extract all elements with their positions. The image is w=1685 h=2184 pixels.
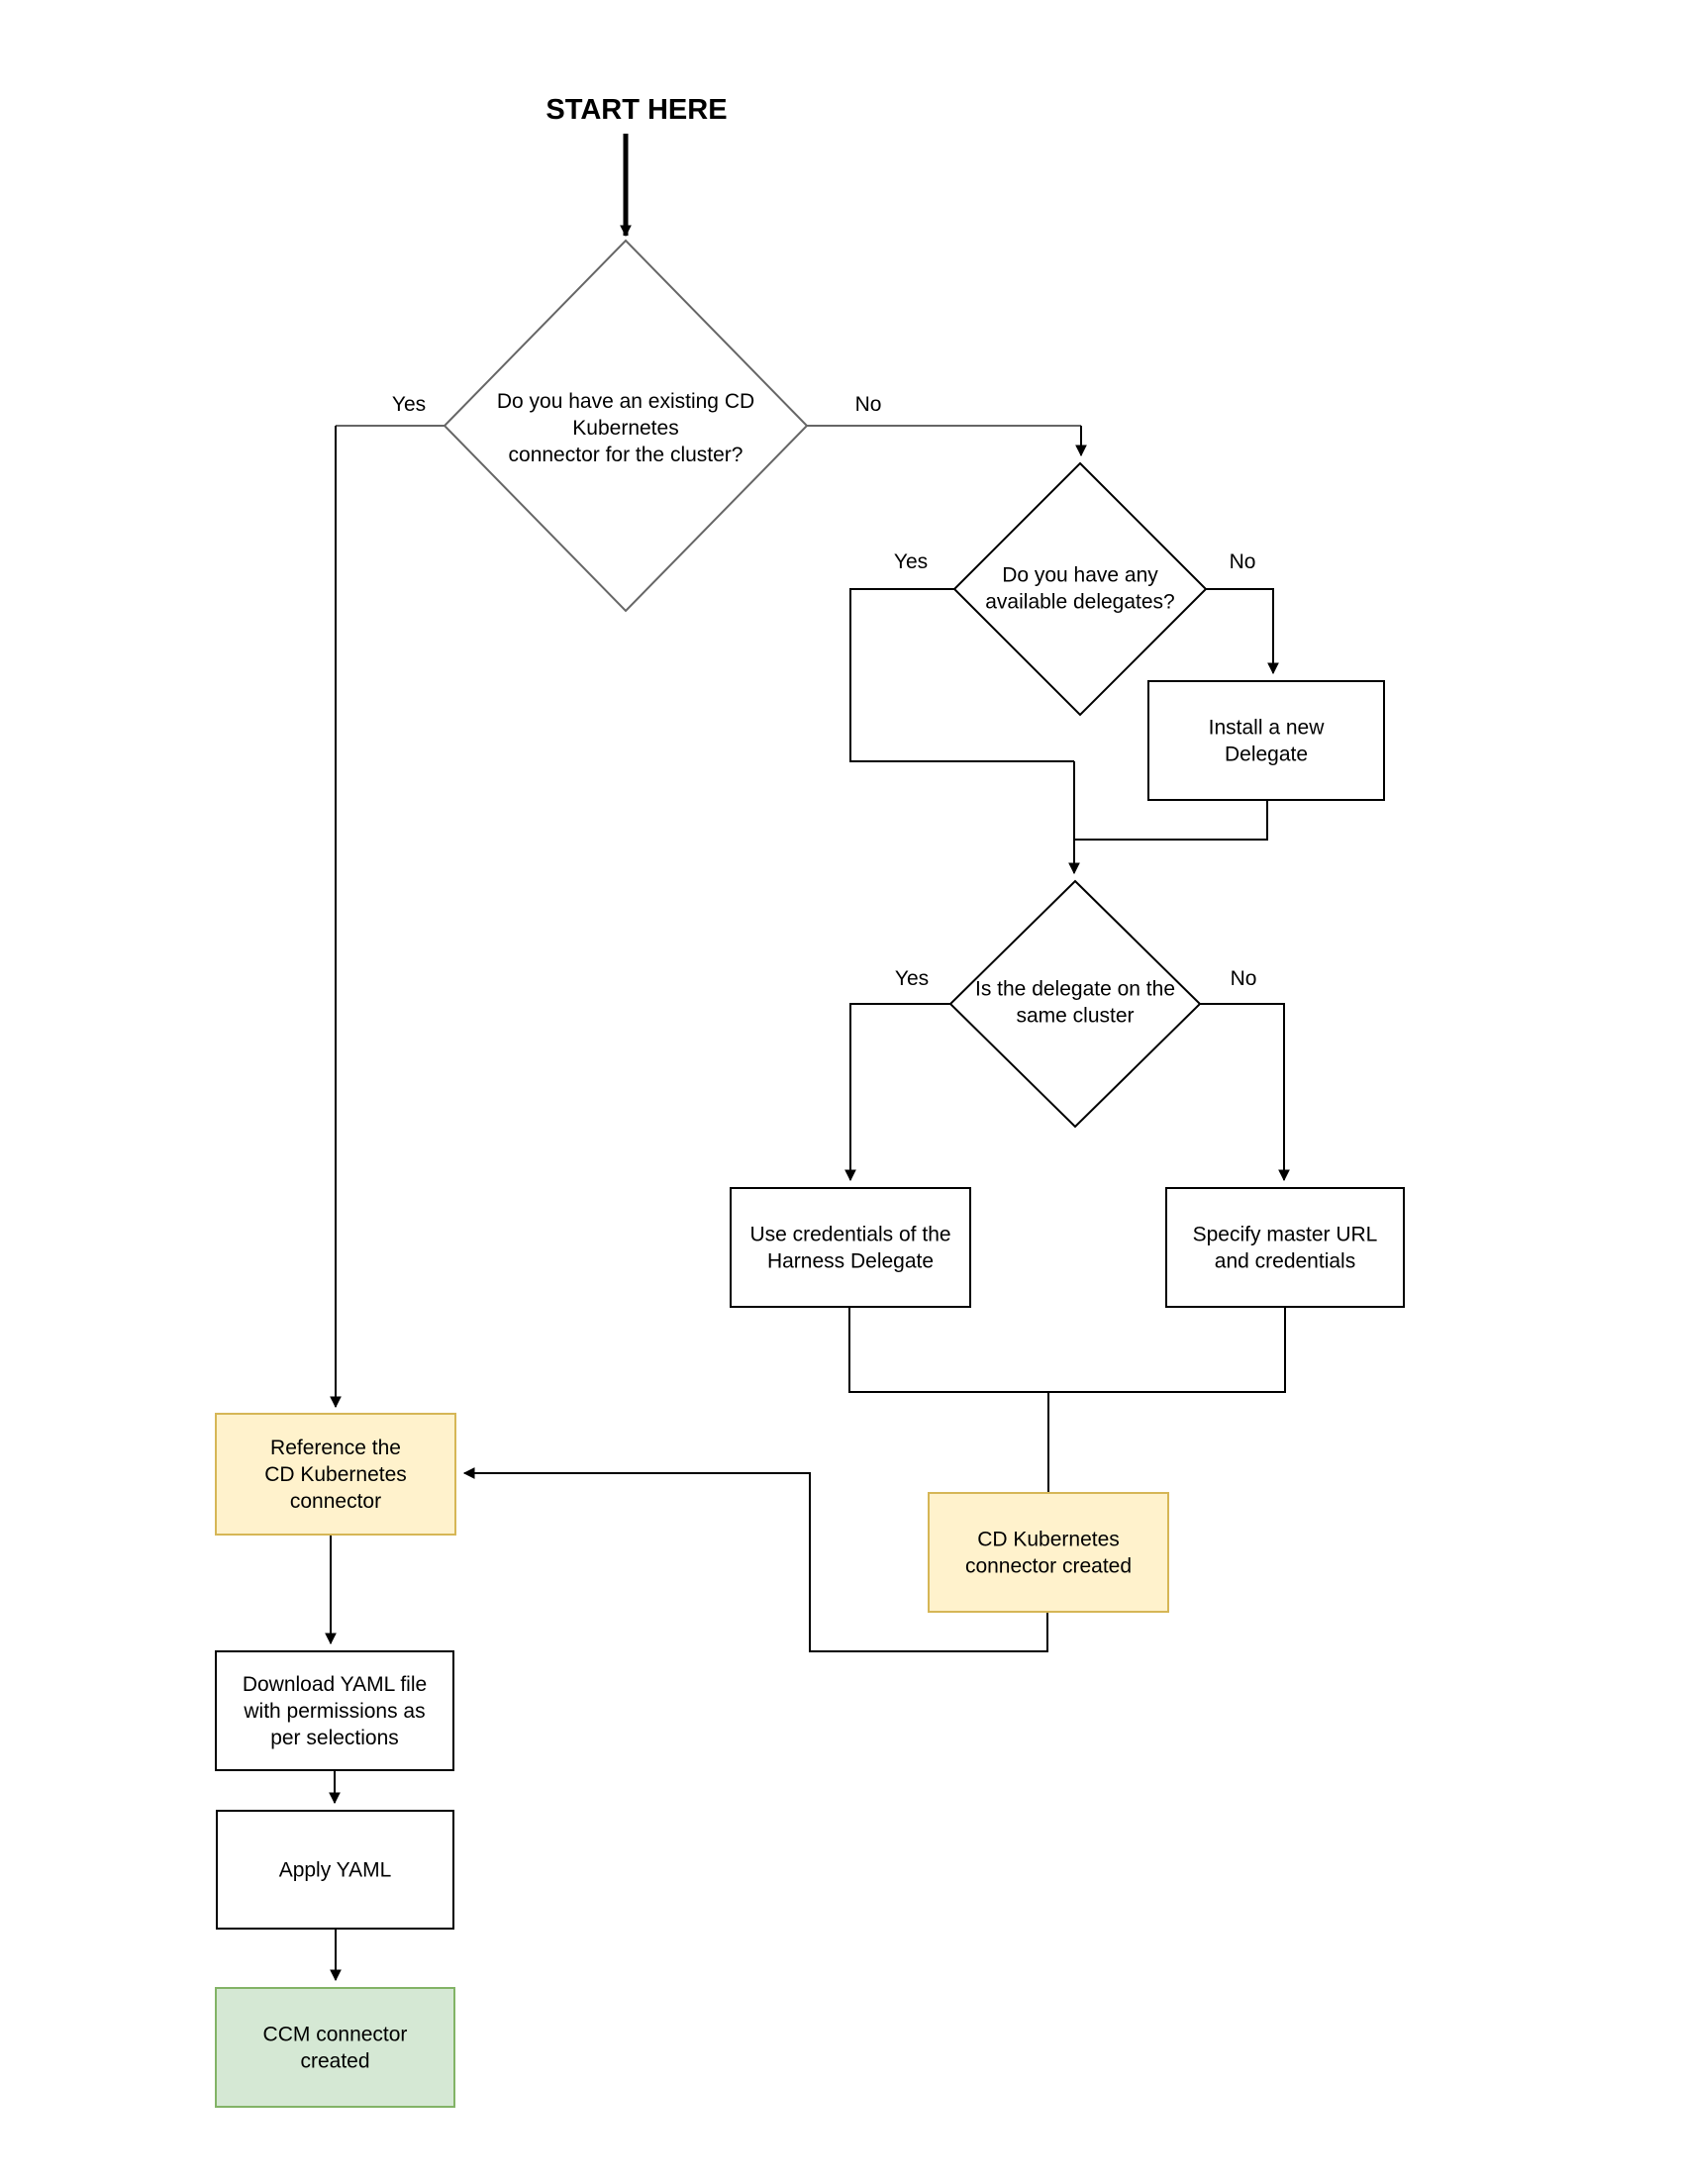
edge-d2-no: [1206, 588, 1279, 675]
install-delegate-shape: [1147, 680, 1385, 801]
q-existing-connector-shape: [443, 239, 809, 613]
edge-label-d2-yes-label: Yes: [894, 550, 928, 573]
edge-d2-yes: [849, 588, 1074, 762]
use-delegate-credentials-shape: [730, 1187, 971, 1308]
reference-connector-shape: [215, 1413, 456, 1536]
edge-d3-yes: [844, 1003, 950, 1182]
edge-label-d1-no-label: No: [855, 393, 882, 416]
download-yaml-shape: [215, 1650, 454, 1771]
cd-connector-created-shape: [928, 1492, 1169, 1613]
edge-cdk-to-reference: [462, 1467, 1048, 1652]
apply-yaml-label: Apply YAML: [279, 1859, 392, 1882]
edge-d3-no: [1200, 1003, 1290, 1182]
edge-label-d2-no-label: No: [1230, 550, 1256, 573]
q-same-cluster-shape: [948, 879, 1202, 1129]
start-here-label: START HERE: [545, 94, 727, 126]
edge-install-out: [1074, 800, 1268, 841]
node-apply-yaml: Apply YAML: [216, 1810, 454, 1930]
specify-master-url-shape: [1165, 1187, 1405, 1308]
edge-label-d3-yes-label: Yes: [895, 967, 929, 990]
edge-label-d1-yes-label: Yes: [392, 393, 426, 416]
edge-credentials-merge: [848, 1307, 1286, 1393]
q-available-delegates-shape: [952, 461, 1208, 717]
ccm-connector-created-shape: [215, 1987, 455, 2108]
apply-yaml-shape: [216, 1810, 454, 1930]
edge-label-d3-no-label: No: [1231, 967, 1257, 990]
